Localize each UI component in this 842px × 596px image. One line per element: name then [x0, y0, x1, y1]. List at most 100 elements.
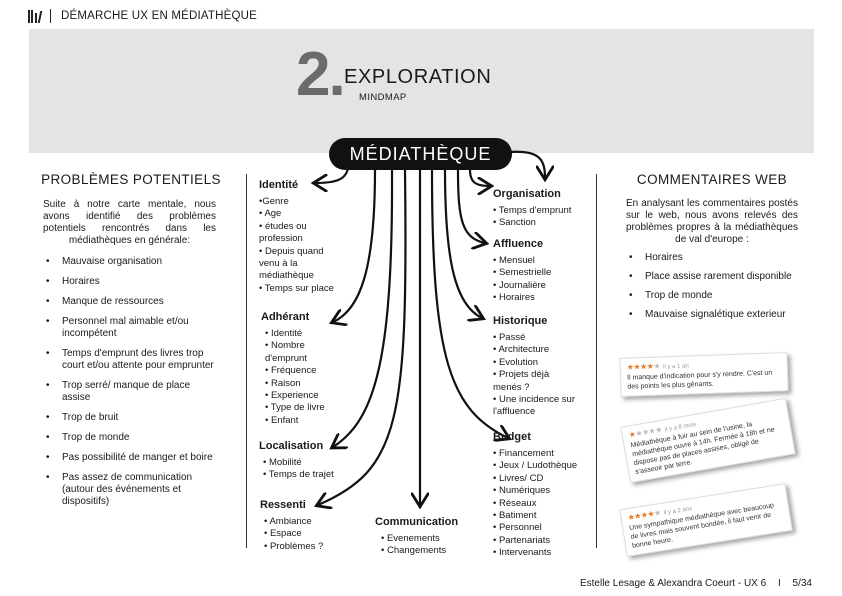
arrow-affluence — [456, 169, 485, 243]
group-item: • Nombre d'emprunt — [265, 340, 307, 364]
group-item: • Temps de trajet — [263, 469, 334, 481]
group-item: • Espace — [264, 528, 302, 540]
group-item: • Temps sur place — [259, 282, 334, 294]
group-adherant: Adhérant • Identité • Nombre d'emprunt •… — [261, 311, 336, 427]
page-header: DÉMARCHE UX EN MÉDIATHÈQUE — [28, 6, 257, 26]
group-budget: Budget • Financement • Jeux / Ludothèque… — [493, 431, 593, 560]
group-item: • Numériques — [493, 485, 551, 497]
arrow-identite — [315, 167, 350, 183]
problem-item: Manque de ressources — [45, 296, 215, 308]
group-item: • Depuis quand venu à la médiathèque — [259, 245, 324, 282]
problem-item: Trop de bruit — [45, 412, 215, 424]
group-item: • Personnel — [493, 522, 542, 534]
problem-item: Pas possibilité de manger et boire — [45, 452, 215, 464]
group-item: • Intervenants — [493, 547, 552, 559]
section-number: 2. — [296, 40, 346, 109]
arrow-localisation — [333, 169, 394, 447]
arrow-ressenti — [318, 169, 407, 505]
group-item: • Une incidence sur l'affluence — [493, 394, 576, 418]
star-rating-icon: ★★★★★ — [626, 361, 661, 372]
problem-item: Temps d'emprunt des livres trop court et… — [45, 348, 215, 372]
comment-item: Horaires — [628, 252, 798, 264]
group-item: • Experience — [265, 390, 319, 402]
problems-list: Mauvaise organisation Horaires Manque de… — [45, 256, 215, 508]
group-item: • Architecture — [493, 344, 550, 356]
group-item: • Age — [259, 208, 282, 220]
group-items: • Passé • Architecture • Evolution • Pro… — [493, 332, 575, 419]
group-item: • Raison — [265, 377, 301, 389]
group-items: •Genre • Age • études ou profession • De… — [259, 196, 341, 295]
header-divider — [50, 9, 51, 23]
problems-title: PROBLÈMES POTENTIELS — [41, 172, 221, 187]
group-item: • Fréquence — [265, 365, 317, 377]
mindmap-center: MÉDIATHÈQUE — [329, 138, 512, 170]
comments-list: Horaires Place assise rarement disponibl… — [628, 252, 798, 321]
comment-item: Place assise rarement disponible — [628, 271, 798, 283]
group-items: • Evenements • Changements — [375, 533, 475, 558]
arrow-budget — [430, 169, 508, 438]
group-affluence: Affluence • Mensuel • Semestrielle • Jou… — [493, 238, 588, 305]
group-items: • Temps d'emprunt • Sanction — [493, 205, 588, 230]
comments-intro: En analysant les commentaires postés sur… — [626, 198, 798, 245]
group-items: • Mensuel • Semestrielle • Journalière •… — [493, 255, 588, 305]
group-item: • Evenements — [381, 533, 440, 544]
column-divider-right — [596, 174, 597, 548]
group-item: • Mensuel — [493, 255, 535, 266]
header-title: DÉMARCHE UX EN MÉDIATHÈQUE — [61, 10, 258, 22]
group-item: • Batiment — [493, 510, 537, 522]
page-footer: Estelle Lesage & Alexandra Coeurt - UX 6… — [580, 578, 812, 589]
group-item: • Type de livre — [265, 402, 325, 414]
page-number: 5/34 — [792, 578, 812, 589]
group-title: Identité — [259, 179, 299, 191]
group-items: • Ambiance • Espace • Problèmes ? — [260, 516, 335, 553]
group-communication: Communication • Evenements • Changements — [375, 516, 475, 558]
group-item: • Problèmes ? — [264, 540, 324, 552]
group-item: • Partenariats — [493, 534, 551, 546]
group-title: Historique — [493, 315, 548, 327]
problem-item: Trop de monde — [45, 432, 215, 444]
arrow-top-right — [509, 150, 545, 178]
group-items: • Identité • Nombre d'emprunt • Fréquenc… — [261, 328, 336, 427]
group-item: • Jeux / Ludothèque — [493, 460, 578, 472]
problem-item: Horaires — [45, 276, 215, 288]
group-item: • Passé — [493, 332, 526, 343]
group-item: • études ou profession — [259, 220, 307, 245]
group-item: • Financement — [493, 448, 554, 459]
footer-credits: Estelle Lesage & Alexandra Coeurt - UX 6 — [579, 578, 767, 589]
group-item: • Livres/ CD — [493, 472, 544, 484]
group-item: • Réseaux — [493, 497, 537, 509]
group-organisation: Organisation • Temps d'emprunt • Sanctio… — [493, 188, 588, 230]
problem-item: Mauvaise organisation — [45, 256, 215, 268]
group-identite: Identité •Genre • Age • études ou profes… — [259, 179, 341, 295]
column-divider-left — [246, 174, 247, 548]
group-item: • Changements — [381, 545, 447, 557]
group-item: • Ambiance — [264, 516, 312, 527]
group-localisation: Localisation • Mobilité • Temps de traje… — [259, 440, 337, 482]
group-title: Budget — [493, 431, 531, 443]
group-item: • Semestrielle — [493, 267, 552, 279]
group-item: • Journalière — [493, 279, 546, 291]
group-title: Ressenti — [260, 499, 306, 511]
section-subtitle: MINDMAP — [359, 92, 407, 103]
group-title: Communication — [375, 516, 459, 528]
group-title: Affluence — [493, 238, 544, 250]
group-item: • Sanction — [493, 217, 536, 229]
group-item: • Identité — [265, 328, 303, 339]
group-item: • Enfant — [265, 414, 299, 426]
group-historique: Historique • Passé • Architecture • Evol… — [493, 315, 575, 419]
section-title: EXPLORATION — [344, 66, 492, 88]
group-item: • Projets déjà menés ? — [493, 369, 550, 393]
problems-intro: Suite à notre carte mentale, nous avons … — [43, 199, 216, 246]
group-title: Localisation — [259, 440, 324, 452]
comment-item: Trop de monde — [628, 290, 798, 302]
group-item: •Genre — [259, 196, 289, 207]
group-title: Adhérant — [261, 311, 310, 323]
group-items: • Mobilité • Temps de trajet — [259, 457, 337, 482]
group-title: Organisation — [493, 188, 561, 200]
problem-item: Personnel mal aimable et/ou incompétent — [45, 316, 215, 340]
group-items: • Financement • Jeux / Ludothèque • Livr… — [493, 448, 593, 560]
group-item: • Mobilité — [263, 457, 302, 468]
review-card: ★★★★★il y a 1 an Il manque d'indication … — [619, 352, 789, 397]
comment-item: Mauvaise signalétique exterieur — [628, 309, 798, 321]
